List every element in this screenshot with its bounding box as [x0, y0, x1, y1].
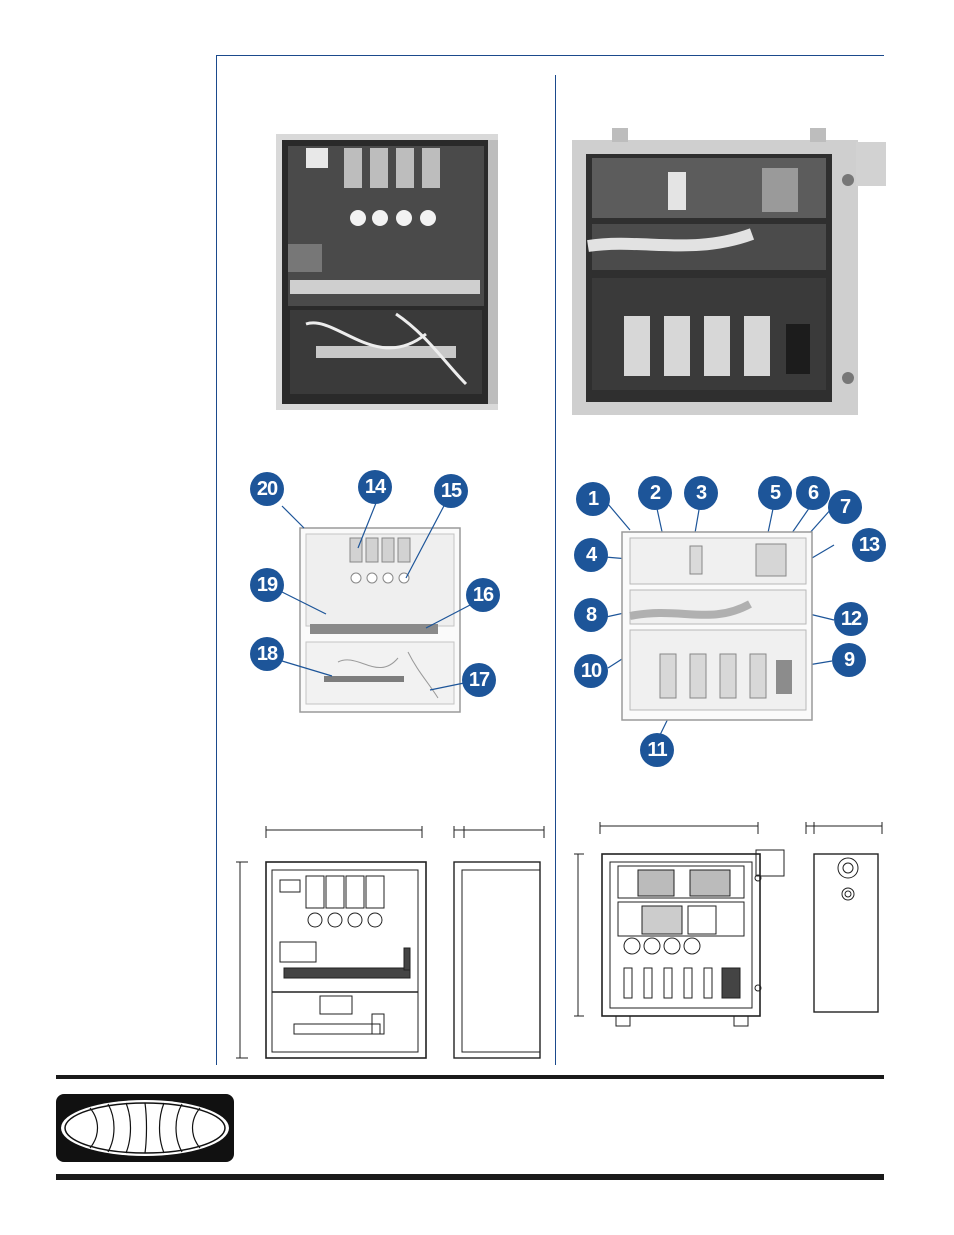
footer-top-rule — [56, 1075, 884, 1079]
callout-8: 8 — [574, 598, 608, 632]
callout-10: 10 — [574, 654, 608, 688]
callout-2: 2 — [638, 476, 672, 510]
callout-1: 1 — [576, 482, 610, 516]
callout-18: 18 — [250, 637, 284, 671]
callout-11: 11 — [640, 733, 674, 767]
control-panel-diagram — [620, 526, 820, 722]
callout-4: 4 — [574, 538, 608, 572]
callout-13: 13 — [852, 528, 886, 562]
callout-9: 9 — [832, 643, 866, 677]
callout-20: 20 — [250, 472, 284, 506]
control-panel-drawing — [570, 820, 886, 1034]
globe-logo-icon — [56, 1094, 234, 1162]
callout-7: 7 — [828, 490, 862, 524]
callout-3: 3 — [684, 476, 718, 510]
gas-panel-drawing — [232, 824, 548, 1060]
callout-15: 15 — [434, 474, 468, 508]
callout-5: 5 — [758, 476, 792, 510]
callout-6: 6 — [796, 476, 830, 510]
footer-bottom-rule — [56, 1174, 884, 1180]
callout-16: 16 — [466, 578, 500, 612]
callout-17: 17 — [462, 663, 496, 697]
callout-12: 12 — [834, 602, 868, 636]
callout-14: 14 — [358, 470, 392, 504]
callout-19: 19 — [250, 568, 284, 602]
